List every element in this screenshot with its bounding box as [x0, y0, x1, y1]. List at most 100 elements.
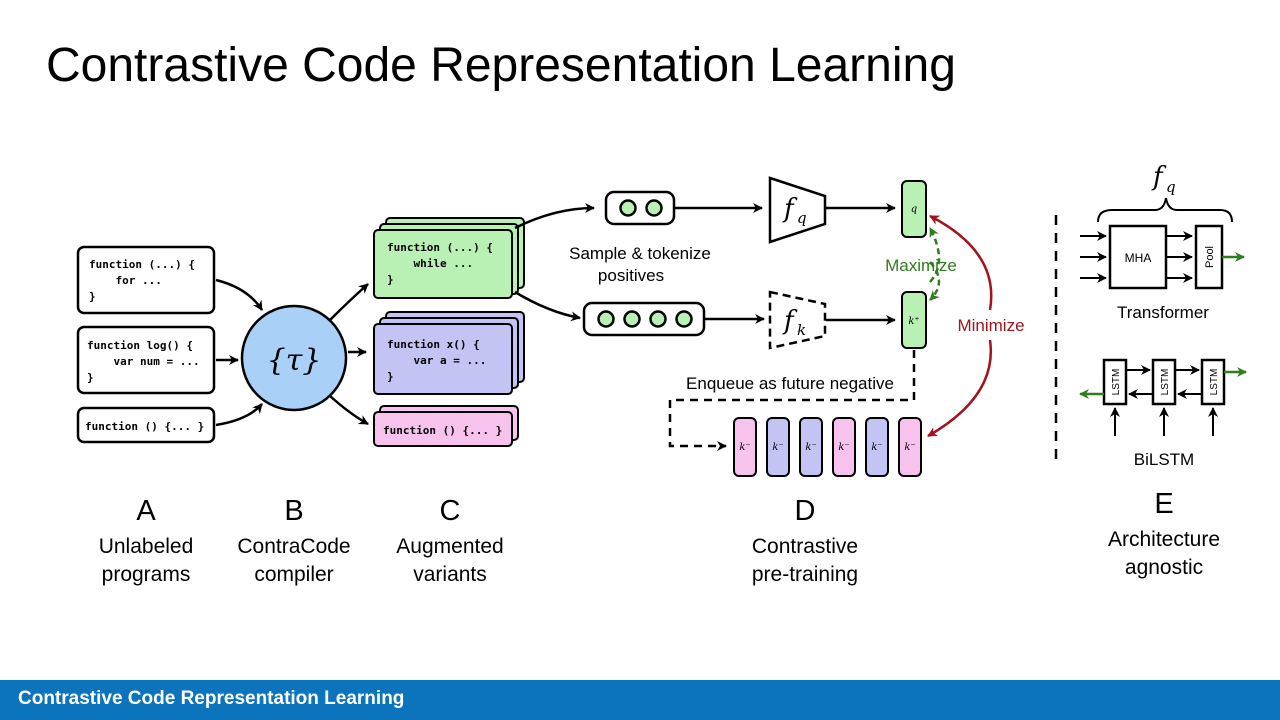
arch-brace [1097, 197, 1233, 223]
caption-a-line-2: programs [101, 563, 191, 586]
arch-fq-symbol: f [1151, 162, 1167, 192]
program-1-line-1: function (...) { [89, 258, 195, 271]
fq-subscript: q [797, 209, 807, 227]
lstm-label-1: LSTM [1111, 369, 1122, 396]
k-minus-label: k⁻ [838, 442, 849, 453]
negative-key-cell: k⁻ [832, 417, 856, 477]
arch-fq-subscript: q [1166, 178, 1176, 196]
program-1-line-2: for ... [89, 274, 162, 287]
program-2-line-1: function log() { [87, 339, 193, 352]
caption-d: D Contrastive pre-training [730, 494, 880, 589]
variant-2-line-3: } [387, 370, 394, 383]
pool-label: Pool [1204, 246, 1216, 268]
variant-1-line-1: function (...) { [387, 241, 493, 254]
contrastive-diagram: function (...) { for ... } function log(… [76, 162, 1247, 477]
arrow-compiler-to-variant3 [329, 395, 369, 426]
positive-key-embedding: k⁺ [901, 291, 927, 349]
caption-e-letter: E [1154, 488, 1174, 520]
key-encoder-fk: f k [768, 290, 827, 350]
caption-e-text: Architecture agnostic [1084, 526, 1244, 582]
enqueue-dashed-path [668, 350, 916, 451]
arrow-variant-to-query-tokens [514, 203, 595, 230]
caption-a-line-1: Unlabeled [98, 535, 194, 558]
footer-bar: Contrastive Code Representation Learning [0, 680, 1280, 720]
caption-c: C Augmented variants [380, 494, 520, 589]
mha-label: MHA [1125, 251, 1152, 265]
k-minus-label: k⁻ [739, 442, 750, 453]
caption-e-line-2: agnostic [1124, 556, 1204, 579]
variant-stack-pink: function () {... } [373, 405, 519, 447]
caption-c-text: Augmented variants [380, 533, 520, 589]
caption-a: A Unlabeled programs [80, 494, 212, 589]
slide-title: Contrastive Code Representation Learning [46, 39, 956, 92]
lstm-label-3: LSTM [1209, 369, 1220, 396]
caption-b-letter: B [284, 495, 304, 527]
caption-c-letter: C [439, 495, 461, 527]
program-card-2: function log() { var num = ... } [76, 325, 216, 395]
transformer-label: Transformer [1117, 303, 1209, 322]
caption-e-line-1: Architecture [1107, 528, 1221, 551]
variant-3-line-1: function () {... } [383, 424, 502, 437]
variant-2-line-2: var a = ... [387, 354, 486, 367]
query-token-box [604, 190, 676, 226]
negative-key-cell: k⁻ [898, 417, 922, 477]
q-label: q [911, 204, 917, 215]
positives-label: positives [598, 266, 664, 285]
minimize-arrow-down [927, 339, 993, 438]
k-minus-label: k⁻ [904, 442, 915, 453]
bilstm-block: LSTM LSTM LSTM [1079, 358, 1247, 436]
k-minus-label: k⁻ [772, 442, 783, 453]
transformer-block: MHA Pool [1080, 224, 1245, 290]
caption-a-text: Unlabeled programs [80, 533, 212, 589]
caption-d-letter: D [794, 495, 816, 527]
arrow-variant-to-key-tokens [514, 290, 581, 322]
variant-stack-blue: function x() { var a = ... } [373, 311, 525, 395]
negative-key-cell: k⁻ [799, 417, 823, 477]
footer-title: Contrastive Code Representation Learning [18, 688, 405, 709]
program-1-line-3: } [89, 290, 96, 303]
variant-stack-green: function (...) { while ... } [373, 217, 525, 299]
caption-e: E Architecture agnostic [1084, 487, 1244, 582]
program-3-line-1: function () {... } [85, 420, 204, 433]
program-2-line-3: } [87, 371, 94, 384]
negative-key-cell: k⁻ [865, 417, 889, 477]
caption-c-line-2: variants [413, 563, 487, 586]
query-embedding-q: q [901, 180, 927, 238]
program-card-3: function () {... } [76, 406, 216, 444]
caption-c-line-1: Augmented [396, 535, 504, 558]
arrow-program1-to-compiler [215, 278, 264, 311]
bilstm-label: BiLSTM [1134, 450, 1194, 469]
caption-b-text: ContraCode compiler [224, 533, 364, 589]
arrow-compiler-to-variant1 [329, 283, 369, 321]
caption-b: B ContraCode compiler [224, 494, 364, 589]
variant-2-line-1: function x() { [387, 338, 480, 351]
compiler-node: {τ} [240, 304, 348, 412]
caption-b-line-1: ContraCode [237, 535, 351, 558]
negative-key-cell: k⁻ [733, 417, 757, 477]
maximize-label: Maximize [885, 256, 957, 275]
caption-b-line-2: compiler [254, 563, 334, 586]
maximize-arrow [928, 227, 941, 283]
variant-1-line-2: while ... [387, 257, 473, 270]
program-card-1: function (...) { for ... } [76, 245, 216, 315]
negative-key-cell: k⁻ [766, 417, 790, 477]
minimize-label: Minimize [957, 316, 1024, 335]
lstm-label-2: LSTM [1160, 369, 1171, 396]
k-minus-label: k⁻ [871, 442, 882, 453]
minimize-arrow-up [929, 214, 993, 311]
negative-queue: k⁻ k⁻ k⁻ k⁻ k⁻ k⁻ [733, 417, 922, 477]
caption-d-line-1: Contrastive [751, 535, 859, 558]
variant-1-line-3: } [387, 273, 394, 286]
caption-d-text: Contrastive pre-training [730, 533, 880, 589]
query-encoder-fq: f q [768, 176, 827, 244]
k-plus-label: k⁺ [908, 316, 919, 327]
caption-d-line-2: pre-training [751, 563, 859, 586]
fk-subscript: k [797, 321, 806, 339]
enqueue-label: Enqueue as future negative [686, 374, 894, 393]
key-token-box [582, 301, 706, 337]
k-minus-label: k⁻ [805, 442, 816, 453]
maximize-arrow-down [929, 261, 941, 301]
sample-tokenize-label: Sample & tokenize [569, 244, 711, 263]
program-2-line-2: var num = ... [87, 355, 200, 368]
caption-a-letter: A [136, 495, 156, 527]
